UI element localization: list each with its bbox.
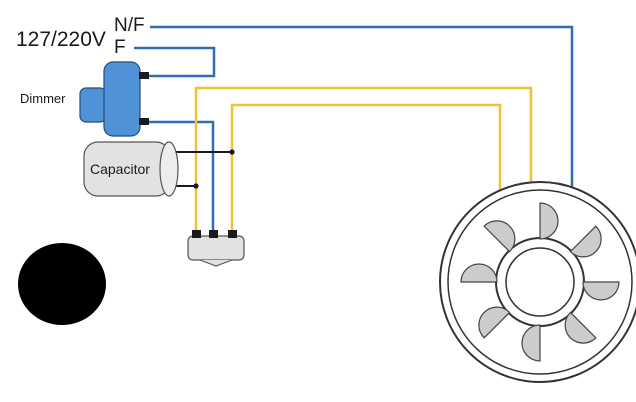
ceiling-fan	[439, 181, 636, 383]
junction-dot-yellow-outer	[193, 183, 199, 189]
dimmer-knob	[79, 87, 107, 123]
connector-pin-1	[192, 230, 201, 238]
fan-hub-inner	[505, 247, 575, 317]
voltage-label: 127/220V	[16, 28, 106, 51]
connector-body	[187, 235, 245, 261]
wire-phase-to-dimmer	[134, 46, 216, 78]
fan-blade	[582, 281, 620, 301]
wire-neutral-phase	[150, 25, 574, 192]
connector-pin-3	[228, 230, 237, 238]
wire-dimmer-to-connector	[146, 120, 215, 232]
junction-dot-yellow-inner	[229, 149, 235, 155]
wire-yellow-outer	[194, 86, 533, 232]
dimmer-terminal-bottom	[139, 118, 149, 125]
wire-yellow-inner	[230, 103, 502, 232]
neutral-phase-label: N/F	[114, 15, 145, 36]
terminal-connector	[187, 230, 245, 267]
fan-outer-ring-inner-line	[447, 189, 633, 375]
capacitor-end	[159, 141, 179, 197]
fan-blade	[564, 311, 597, 344]
fan-blade	[483, 220, 516, 253]
dimmer	[79, 61, 149, 137]
dimmer-body	[103, 61, 141, 137]
capacitor	[83, 141, 179, 197]
fan-blade	[569, 225, 602, 258]
connector-pin-2	[209, 230, 218, 238]
fan-blade	[521, 324, 541, 362]
phase-label: F	[114, 37, 126, 58]
connector-bottom-notch	[199, 259, 233, 267]
fan-blades	[460, 202, 620, 362]
fan-blade	[460, 263, 498, 283]
capacitor-label: Capacitor	[90, 161, 150, 177]
dimmer-terminal-top	[139, 72, 149, 79]
fan-blade	[539, 202, 559, 240]
fan-blade	[478, 306, 511, 339]
black-circle-overlay	[18, 243, 106, 325]
dimmer-label: Dimmer	[20, 91, 66, 106]
